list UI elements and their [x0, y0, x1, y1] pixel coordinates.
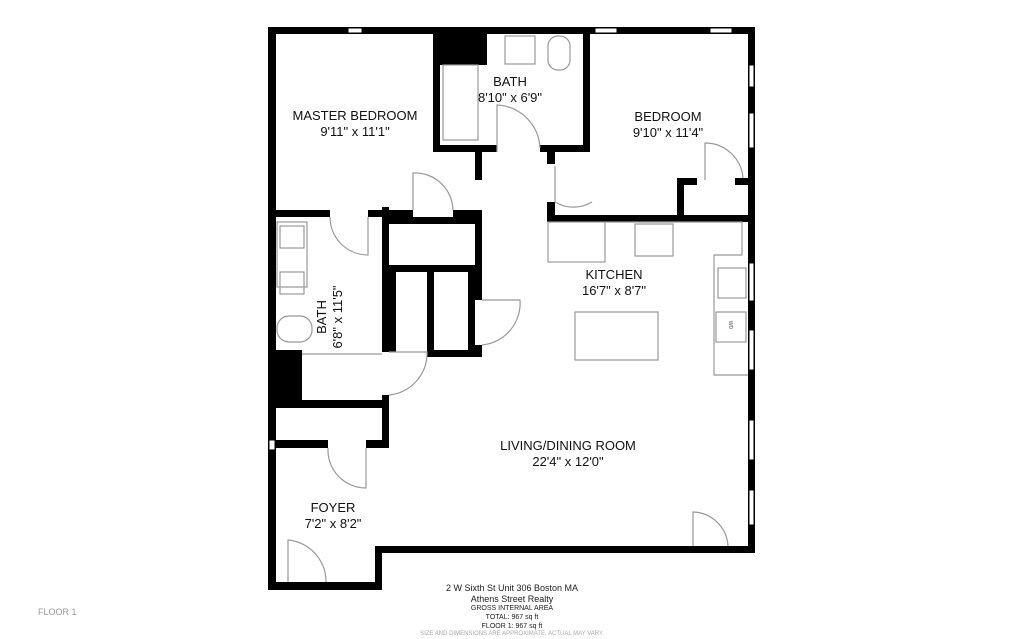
agency: Athens Street Realty [470, 594, 554, 604]
room-dims: 8'10" x 6'9" [477, 90, 543, 105]
room-name: MASTER BEDROOM [292, 108, 418, 123]
total-area: TOTAL: 967 sq ft [485, 614, 539, 621]
gia-title: GROSS INTERNAL AREA [470, 605, 554, 612]
floor-label: FLOOR 1 [38, 607, 77, 617]
room-dims: 16'7" x 8'7" [581, 283, 647, 298]
room-name: KITCHEN [585, 267, 643, 282]
floor1-area: FLOOR 1: 967 sq ft [481, 623, 543, 630]
washer-dryer-label: WD [727, 320, 734, 330]
room-dims: 9'10" x 11'4" [632, 125, 704, 140]
room-name: BEDROOM [634, 109, 702, 124]
room-name: LIVING/DINING ROOM [500, 438, 636, 453]
room-name: BATH [493, 74, 527, 89]
address: 2 W Sixth St Unit 306 Boston MA [445, 583, 579, 593]
room-dims: 22'4" x 12'0" [532, 454, 604, 469]
disclaimer: SIZE AND DIMENSIONS ARE APPROXIMATE, ACT… [420, 631, 604, 637]
room-dims: 6'8" x 11'5" [330, 285, 345, 349]
room-name: BATH [314, 300, 329, 334]
room-dims: 7'2" x 8'2" [304, 516, 362, 531]
fixtures [276, 35, 748, 583]
room-name: FOYER [310, 500, 356, 515]
windows [268, 27, 755, 526]
room-dims: 9'11" x 11'1" [320, 124, 390, 139]
